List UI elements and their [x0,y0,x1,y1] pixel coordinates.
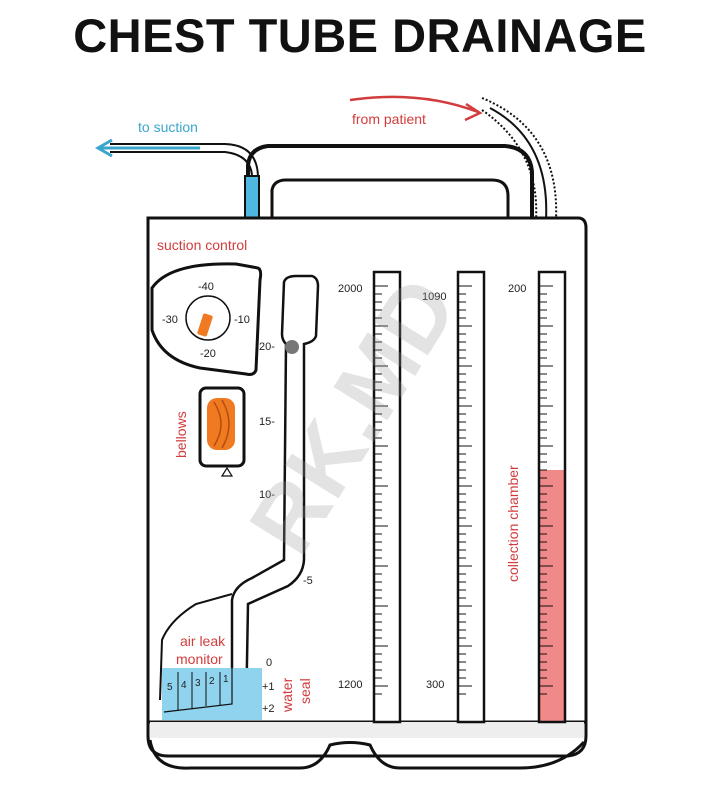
air-leak-cell-5: 5 [167,682,173,693]
device-handle-inner [270,178,510,218]
suction-tube [110,151,253,176]
water-seal-tick-10: 10- [259,489,275,501]
bellows-label: bellows [173,411,189,458]
collection-column-2 [456,270,486,724]
device-handle [246,144,534,218]
water-seal-tick-15: 15- [259,416,275,428]
collection-column-3 [537,270,567,724]
air-leak-cell-4: 4 [181,680,187,691]
water-seal-column [230,274,320,720]
column1-bottom-value: 1200 [338,679,362,691]
air-leak-cell-1: 1 [223,674,229,685]
suction-dial-pointer [197,313,213,337]
air-leak-scale [163,668,233,713]
suction-tube-outer [110,143,259,179]
dial-mark-left: -30 [162,314,178,326]
dial-mark-top: -40 [198,281,214,293]
water-seal-float [285,340,299,354]
water-seal-tick-5: -5 [303,575,313,587]
column3-top-value: 200 [508,283,526,295]
water-seal-water [162,668,262,720]
suction-control-label: suction control [157,237,247,253]
water-seal-tick-0: 0 [266,657,272,669]
water-seal-tick-plus2: +2 [262,703,275,715]
patient-tube-2 [481,97,558,221]
dial-mark-right: -10 [234,314,250,326]
page-title: CHEST TUBE DRAINAGE [73,9,647,62]
column1-top-value: 2000 [338,283,362,295]
air-leak-label-line2: monitor [176,651,223,667]
column2-top-value: 1090 [422,291,446,303]
air-leak-cell-2: 2 [209,676,215,687]
air-leak-cell-3: 3 [195,678,201,689]
bellows-arrow-icon [220,466,234,477]
from-patient-arrowhead [464,102,483,122]
to-suction-arrowhead [94,138,113,158]
water-seal-label-line1: water [279,677,295,713]
air-leak-chamber [159,593,233,701]
patient-tube-1 [481,109,538,221]
suction-port [244,175,260,219]
device-base-shade [150,722,584,738]
bellows-folds [213,399,230,449]
water-seal-tick-20: 20- [259,341,275,353]
from-patient-label: from patient [352,111,426,127]
water-seal-label-line2: seal [297,678,313,704]
to-suction-label: to suction [138,119,198,135]
collection-chamber-label: collection chamber [505,465,521,582]
air-leak-label-line1: air leak [180,633,226,649]
column-tick-marks [374,285,553,695]
from-patient-arrow [349,95,479,114]
collection-column-1 [372,270,402,724]
column2-bottom-value: 300 [426,679,444,691]
collection-fluid [539,470,565,722]
dial-mark-bottom: -20 [200,348,216,360]
patient-tube-3 [489,107,548,221]
water-seal-tick-plus1: +1 [262,681,275,693]
